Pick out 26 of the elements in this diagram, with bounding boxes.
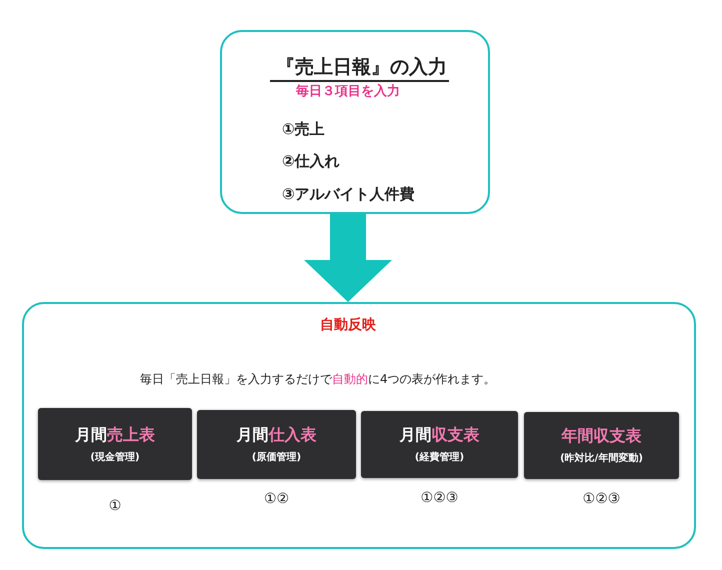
card-subtitle: (原価管理) (252, 450, 302, 464)
heading: 自動反映 (320, 316, 376, 334)
table-card (524, 412, 679, 479)
card-subtitle: (経費管理) (414, 450, 464, 464)
list-item: ②仕入れ (282, 152, 340, 171)
table-card (197, 410, 356, 479)
list-item: ③アルバイト人件費 (282, 185, 415, 204)
list-item: ①売上 (282, 120, 325, 139)
card-title: 年間収支表 (562, 426, 642, 447)
card-title: 月間売上表 (75, 424, 155, 446)
table-card (38, 408, 192, 480)
card-title: 月間仕入表 (236, 425, 316, 446)
circled-numbers: ①②③ (582, 491, 620, 507)
card-title: 月間収支表 (400, 425, 480, 446)
card-subtitle: (昨対比/年間変動) (560, 451, 643, 465)
block-arrow (304, 214, 392, 302)
heading: 『売上日報』の入力 (270, 54, 449, 82)
table-card (361, 411, 518, 478)
subheading: 毎日３項目を入力 (296, 82, 400, 100)
circled-numbers: ① (108, 498, 122, 514)
rounded-panel (220, 30, 490, 214)
rounded-panel (22, 302, 696, 549)
circled-numbers: ①②③ (420, 490, 458, 506)
card-subtitle: (現金管理) (90, 450, 140, 464)
description-text: 毎日「売上日報」を入力するだけで自動的に4つの表が作れます。 (140, 371, 496, 388)
circled-numbers: ①② (264, 491, 290, 507)
